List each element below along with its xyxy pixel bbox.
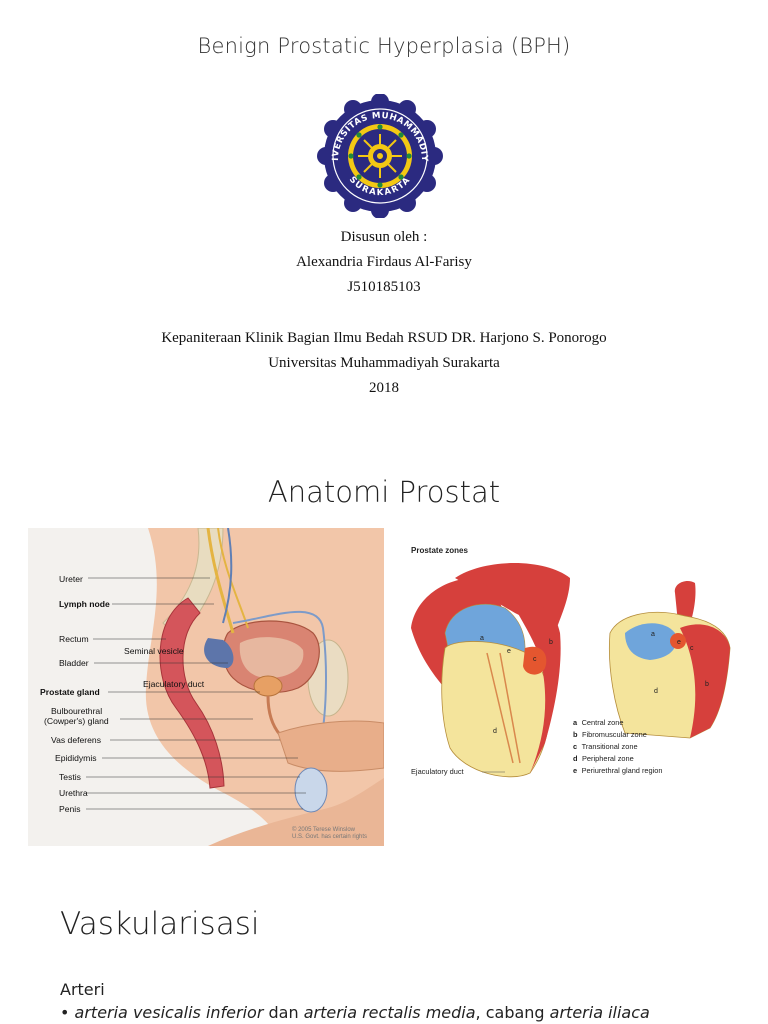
conjunction-text: dan <box>263 1003 304 1022</box>
svg-text:d: d <box>654 688 658 695</box>
svg-text:b: b <box>705 681 709 688</box>
label-vas-deferens: Vas deferens <box>51 735 102 745</box>
label-rectum: Rectum <box>59 634 89 644</box>
svg-text:c: c <box>690 645 694 652</box>
copyright-line2: U.S. Govt. has certain rights <box>292 834 368 840</box>
bullet-marker: • <box>60 1003 70 1022</box>
label-bulbourethral: Bulbourethral <box>51 706 103 716</box>
zone-legend-item: e Periurethral gland region <box>573 766 663 775</box>
label-ureter: Ureter <box>59 574 83 584</box>
label-cowpers-gland: (Cowper's) gland <box>44 716 109 726</box>
label-bladder: Bladder <box>59 658 89 668</box>
svg-text:b: b <box>549 639 553 646</box>
term-arteria-rectalis: arteria rectalis media <box>303 1003 476 1022</box>
university-logo: UNIVERSITAS MUHAMMADIYAH SURAKARTA <box>312 87 444 219</box>
svg-text:c: c <box>533 656 537 663</box>
prostate-zones-illustration: Prostate zones a b c d e a b c d e Ejaculatory… <box>405 538 745 783</box>
term-arteria-iliaca: arteria iliaca <box>549 1003 650 1022</box>
zone-legend-item: c Transitional zone <box>573 742 638 751</box>
label-seminal-vesicle: Seminal vesicle <box>124 646 184 656</box>
pelvic-anatomy-illustration: Ureter Lymph node Rectum Bladder Seminal… <box>28 528 384 846</box>
svg-text:a: a <box>651 631 655 638</box>
author-name: Alexandria Firdaus Al-Farisy <box>296 254 472 270</box>
student-id: J510185103 <box>347 279 421 295</box>
vascularization-heading: Vaskularisasi <box>60 906 260 942</box>
label-prostate-gland: Prostate gland <box>40 687 100 697</box>
term-arteria-vesicalis: arteria vesicalis inferior <box>74 1003 264 1022</box>
svg-text:e: e <box>677 639 681 646</box>
prostate-zones-title: Prostate zones <box>411 546 468 555</box>
label-penis: Penis <box>59 804 81 814</box>
label-testis: Testis <box>59 772 81 782</box>
zones-legend: a Central zone b Fibromuscular zone c Tr… <box>573 712 663 775</box>
svg-text:d: d <box>493 728 497 735</box>
zone-legend-item: a Central zone <box>573 718 624 727</box>
university-name: Universitas Muhammadiyah Surakarta <box>268 355 500 371</box>
prepared-by-label: Disusun oleh : <box>340 229 428 245</box>
branch-text: , cabang <box>475 1003 550 1022</box>
arteries-subheading: Arteri <box>60 980 105 999</box>
ejaculatory-duct-label: Ejaculatory duct <box>411 767 464 776</box>
zone-legend-item: d Peripheral zone <box>573 754 634 763</box>
arteries-bullet: • arteria vesicalis inferior dan arteria… <box>60 1003 720 1022</box>
label-urethra: Urethra <box>59 788 88 798</box>
copyright-line1: © 2005 Terese Winslow <box>292 827 356 833</box>
label-ejaculatory-duct: Ejaculatory duct <box>143 679 205 689</box>
zone-legend-item: b Fibromuscular zone <box>573 730 647 739</box>
document-title: Benign Prostatic Hyperplasia (BPH) <box>197 34 571 58</box>
label-lymph-node: Lymph node <box>59 599 110 609</box>
svg-text:e: e <box>507 648 511 655</box>
year: 2018 <box>369 380 399 396</box>
anatomy-heading: Anatomi Prostat <box>267 475 501 509</box>
svg-text:a: a <box>480 635 484 642</box>
label-epididymis: Epididymis <box>55 753 97 763</box>
program-name: Kepaniteraan Klinik Bagian Ilmu Bedah RS… <box>161 330 607 346</box>
